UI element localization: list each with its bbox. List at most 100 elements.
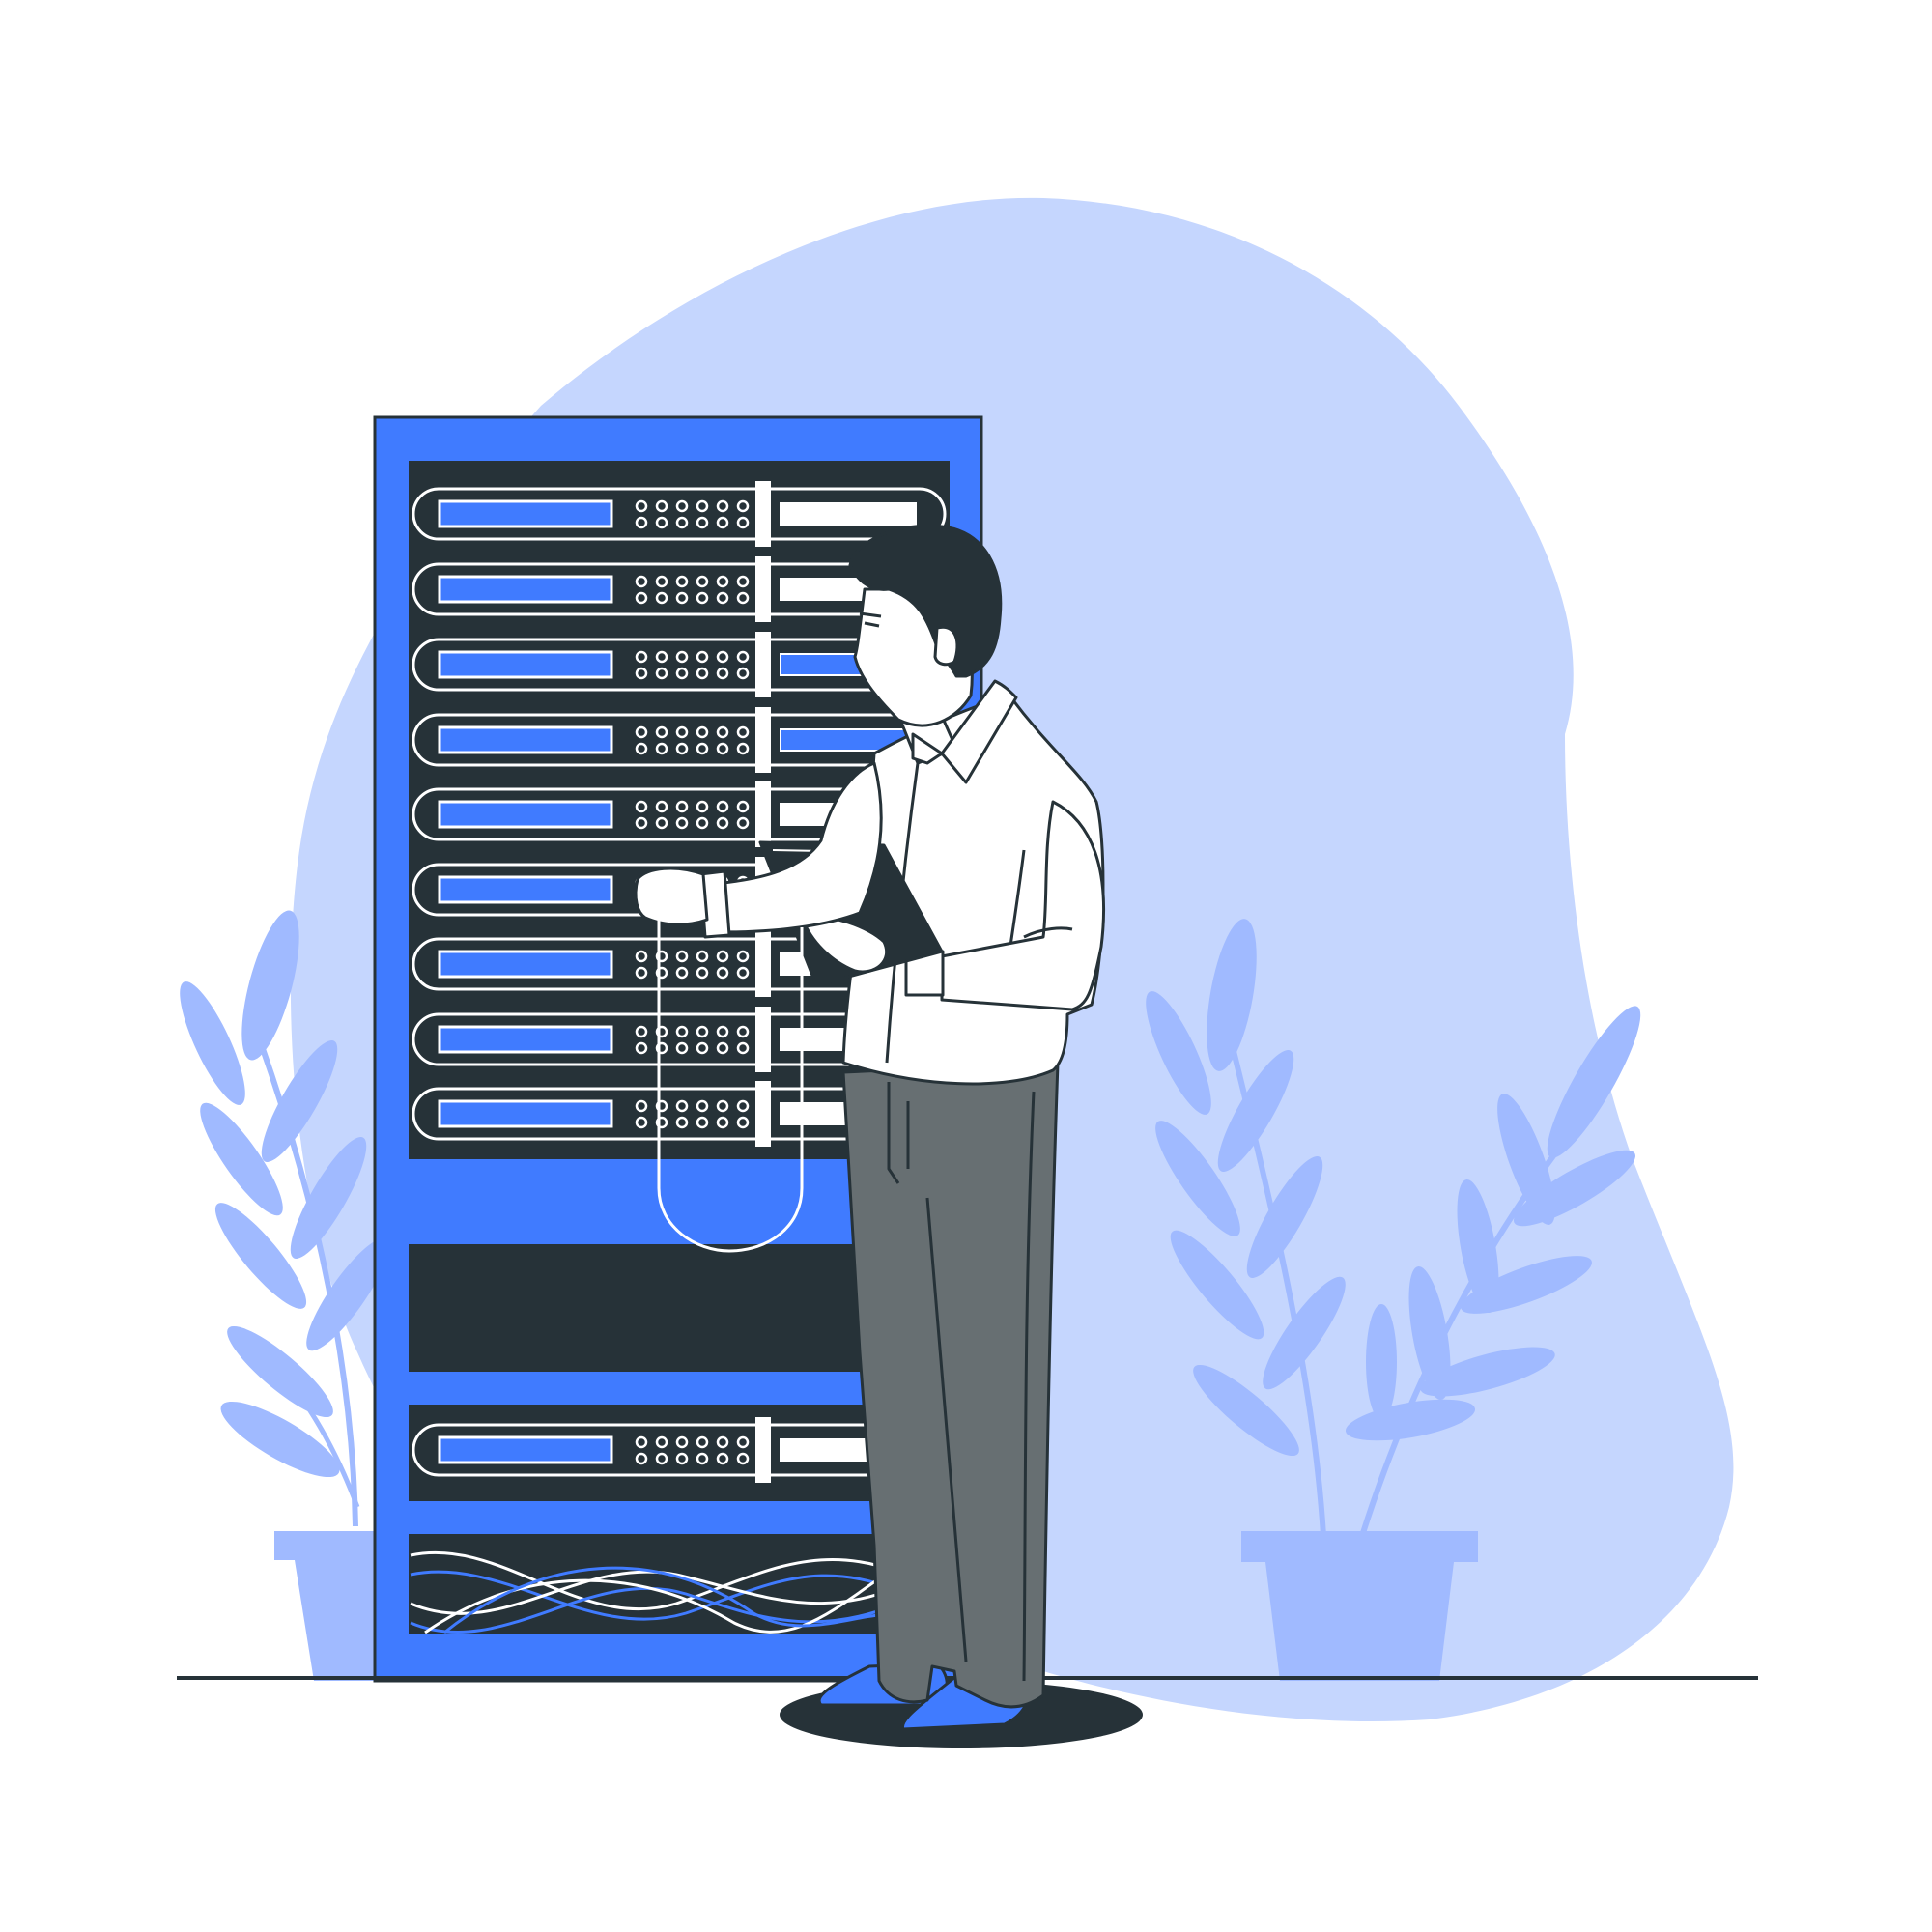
indicator-dot [675,966,689,980]
server-handle [755,1081,771,1147]
indicator-dot [675,516,689,529]
indicator-dot [696,950,709,963]
hair [848,524,1003,678]
indicator-dot [675,1099,689,1113]
indicator-dot [655,1435,668,1449]
right-leaf [1420,1347,1555,1397]
right-leaf [1366,1304,1397,1420]
indicator-dot [655,742,668,755]
indicator-dot [736,667,750,680]
indicator-dot [655,667,668,680]
pants [841,1061,1060,1709]
indicator-dot [736,575,750,588]
indicator-dot [736,591,750,605]
indicator-dot [655,1025,668,1038]
indicator-dot [696,575,709,588]
indicator-dot [675,667,689,680]
server-display [438,575,613,604]
indicator-dot [736,1025,750,1038]
indicator-dot [675,650,689,664]
indicator-dot [696,516,709,529]
person-icon [634,524,1105,1731]
indicator-dot [716,667,729,680]
indicator-dot [716,1435,729,1449]
indicator-dot [635,667,648,680]
indicator-dot [736,800,750,813]
indicator-dot [716,800,729,813]
indicator-dot [635,575,648,588]
right-arm-fold [1023,926,1073,939]
indicator-dot [716,650,729,664]
indicator-dot [696,816,709,830]
indicator-dot [655,1452,668,1465]
server-handle [755,481,771,547]
indicator-dot [675,800,689,813]
server-unit-outline [412,487,947,541]
indicator-dot [716,950,729,963]
indicator-dot [716,725,729,739]
indicator-dot [635,1452,648,1465]
rack-blue-band-3 [409,1501,950,1534]
indicator-dot [716,591,729,605]
indicator-dot [635,725,648,739]
indicator-dot [675,499,689,513]
indicator-dot [675,742,689,755]
indicator-dot [736,966,750,980]
server-handle [755,707,771,773]
server-unit [412,556,947,622]
right-leaf [1246,1156,1323,1278]
server-handle [755,632,771,697]
indicator-dot [696,966,709,980]
indicator-dot [675,1435,689,1449]
server-display [438,875,613,904]
indicator-dot [736,742,750,755]
indicator-dot [675,1452,689,1465]
indicator-dot [635,499,648,513]
right-leaf [1155,1121,1240,1236]
right-pot-rim [1241,1531,1478,1562]
left-leaf [306,1237,389,1351]
indicator-dot [635,1041,648,1055]
indicator-dot [675,1116,689,1129]
indicator-dot [655,725,668,739]
indicator-dot [635,1099,648,1113]
indicator-dot [716,1452,729,1465]
pants-crease [1022,1091,1036,1682]
right-leaf [1408,1265,1451,1401]
indicator-dot [736,816,750,830]
pants-crease [925,1197,968,1662]
indicator-dot [635,1116,648,1129]
right-pot [1265,1562,1454,1681]
left-leaf [214,1203,307,1309]
indicator-dot [675,1025,689,1038]
server-display [438,800,613,829]
right-leaf [1263,1276,1346,1390]
indicator-dot [696,1116,709,1129]
indicator-dot [675,950,689,963]
eye [864,621,880,628]
rack-cable [410,1582,943,1634]
indicator-dot [635,742,648,755]
left-leaf [227,1325,333,1418]
server-handle [755,1417,771,1483]
indicator-dot [655,575,668,588]
indicator-dot [736,650,750,664]
server-display [438,650,613,679]
server-display [438,1435,613,1464]
right-leaf [1207,919,1257,1071]
indicator-dot [655,1099,668,1113]
left-leaf [290,1137,367,1259]
right-leaf [1514,1150,1635,1227]
indicator-dot [736,725,750,739]
indicator-dot [655,1041,668,1055]
indicator-dot [736,1041,750,1055]
indicator-dot [716,575,729,588]
server-handle [755,556,771,622]
ear [933,625,959,667]
right-arm [940,800,1105,1011]
indicator-dot [655,516,668,529]
indicator-dot [716,742,729,755]
indicator-dot [696,725,709,739]
right-leaf [1217,1050,1294,1172]
indicator-dot [635,966,648,980]
